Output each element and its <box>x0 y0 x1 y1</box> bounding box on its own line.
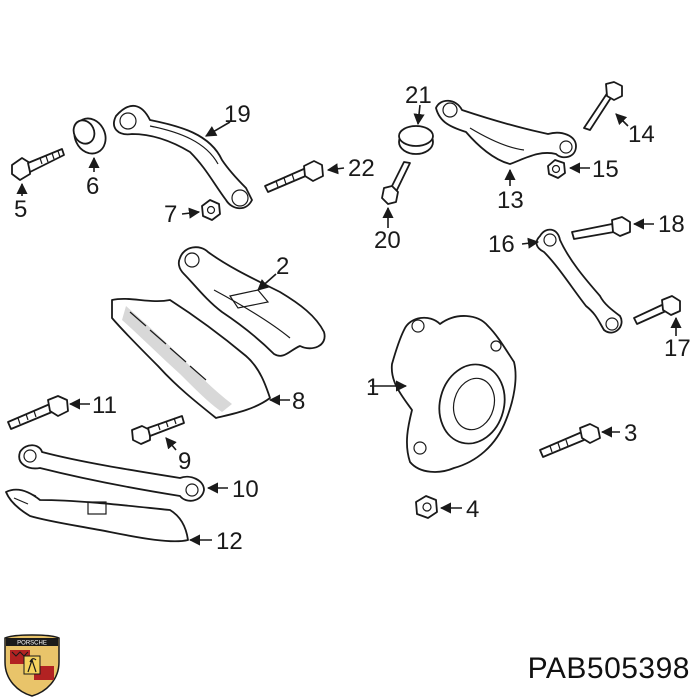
callout-leaders <box>16 104 682 546</box>
part-1-knuckle <box>390 315 517 473</box>
part-21-bushing <box>398 125 434 155</box>
callout-16: 16 <box>488 231 515 258</box>
callout-12: 12 <box>216 528 243 555</box>
callout-6: 6 <box>86 173 99 200</box>
callout-17: 17 <box>664 335 691 362</box>
callout-21: 21 <box>405 82 432 109</box>
porsche-crest-logo: PORSCHE <box>4 634 60 697</box>
callout-5: 5 <box>14 196 27 223</box>
part-3-bolt <box>539 423 601 458</box>
part-10-lateral-link <box>18 444 205 502</box>
part-7-nut <box>201 199 221 221</box>
callout-19: 19 <box>224 101 251 128</box>
callout-13: 13 <box>497 187 524 214</box>
part-20-bolt <box>381 161 411 205</box>
part-9-bolt <box>131 415 185 445</box>
callout-20: 20 <box>374 227 401 254</box>
part-5-bolt <box>11 148 65 181</box>
callout-14: 14 <box>628 121 655 148</box>
callout-18: 18 <box>658 211 685 238</box>
callout-8: 8 <box>292 388 305 415</box>
callout-1: 1 <box>366 374 379 401</box>
part-11-bolt <box>7 395 69 430</box>
callout-11: 11 <box>92 392 117 419</box>
part-14-bolt <box>583 81 623 131</box>
callout-10: 10 <box>232 476 259 503</box>
callout-2: 2 <box>276 253 289 280</box>
callout-9: 9 <box>178 448 191 475</box>
part-22-bolt <box>264 160 324 193</box>
part-19-upper-arm <box>113 105 253 210</box>
callout-labels: 5 6 19 7 22 21 20 13 14 15 18 16 17 2 8 … <box>14 82 691 555</box>
part-16-link-arm <box>535 228 623 334</box>
part-12-shield <box>5 488 189 543</box>
callout-3: 3 <box>624 420 637 447</box>
part-18-bolt <box>571 216 631 240</box>
svg-text:PORSCHE: PORSCHE <box>17 641 47 647</box>
part-13-control-arm <box>435 99 577 165</box>
part-2-lower-arm <box>177 246 326 357</box>
callout-4: 4 <box>466 496 479 523</box>
part-number: PAB505398 <box>527 652 690 685</box>
part-4-nut <box>415 495 438 519</box>
callout-7: 7 <box>164 201 177 228</box>
callout-22: 22 <box>348 155 375 182</box>
part-6-bushing <box>72 117 107 155</box>
part-15-nut <box>547 159 566 179</box>
callout-15: 15 <box>592 156 619 183</box>
part-17-bolt <box>633 295 681 325</box>
